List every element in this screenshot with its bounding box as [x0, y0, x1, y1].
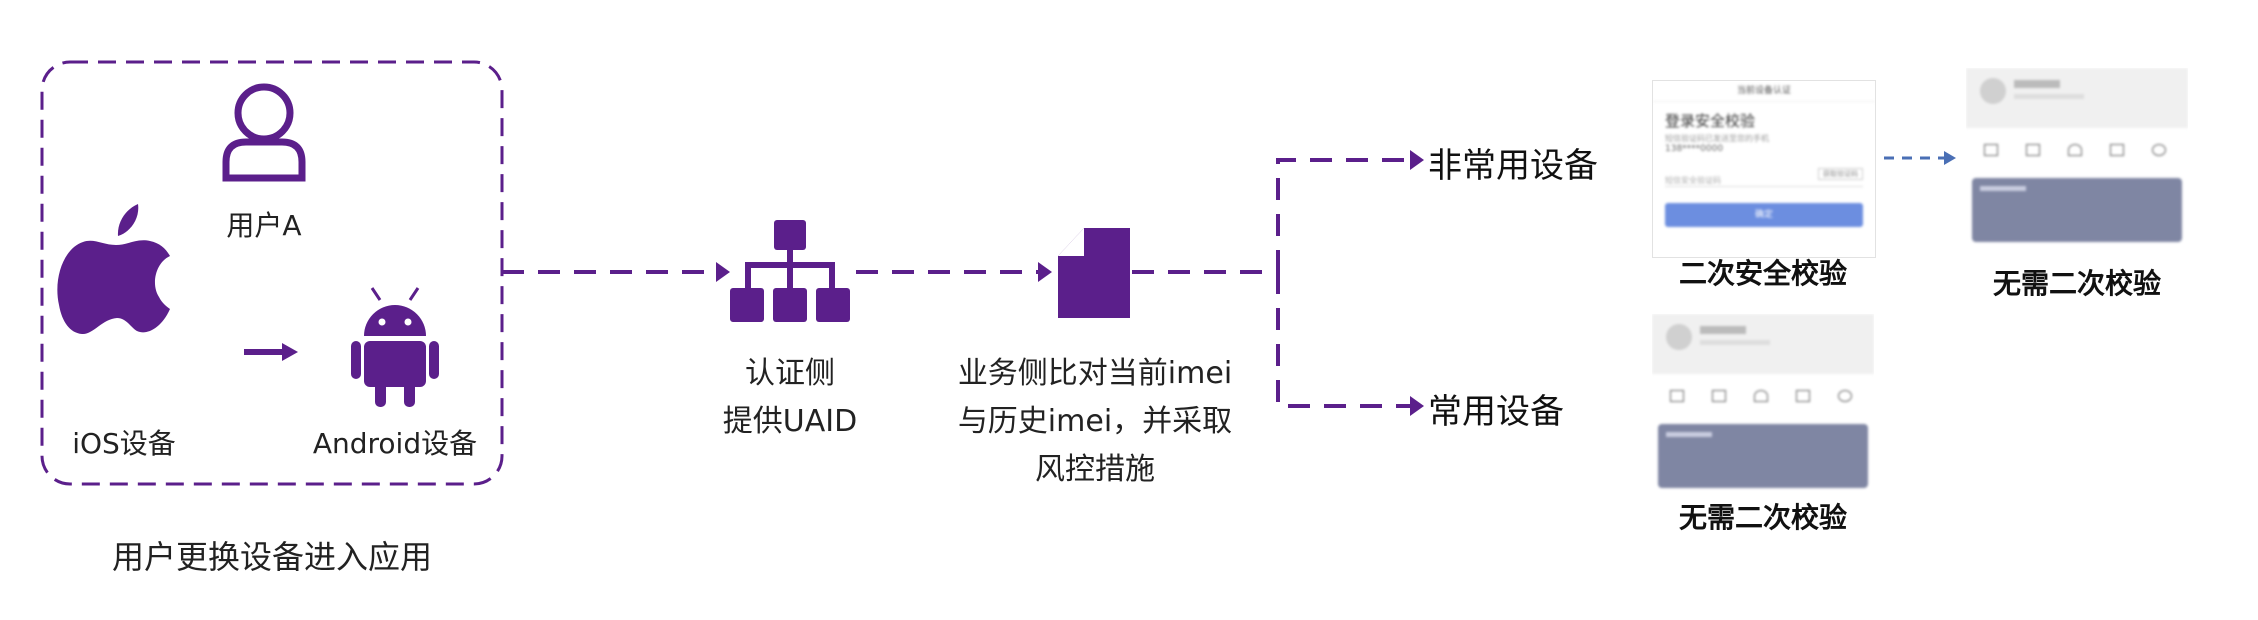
branch-common-line	[1276, 272, 1410, 408]
pass-caption-bottom: 无需二次校验	[1678, 501, 1847, 534]
group-caption: 用户更换设备进入应用	[111, 538, 432, 576]
verify-screen-title: 登录安全校验	[1665, 112, 1756, 130]
user-label: 用户A	[226, 209, 302, 242]
business-node-line1: 业务侧比对当前imei	[957, 356, 1233, 391]
branch-uncommon-label: 非常用设备	[1428, 146, 1598, 186]
branch-uncommon-line	[1276, 158, 1410, 272]
auth-node-line1: 认证侧	[745, 356, 835, 391]
business-node-line2: 与历史imei，并采取	[957, 404, 1233, 439]
branch-common-label: 常用设备	[1428, 392, 1564, 432]
pass-caption-top: 无需二次校验	[1992, 267, 2161, 300]
verify-screen-header: 当前设备认证	[1653, 81, 1875, 102]
network-icon	[730, 220, 850, 322]
arrowhead	[1410, 150, 1424, 170]
arrowhead	[1410, 396, 1424, 416]
arrow-right-icon	[244, 343, 298, 361]
android-device-label: Android设备	[312, 427, 478, 460]
pass-screen-bottom-content	[1652, 314, 1874, 492]
verify-caption: 二次安全校验	[1678, 257, 1847, 290]
apple-icon	[57, 204, 170, 335]
confirm-button: 确定	[1665, 203, 1863, 227]
android-icon	[351, 287, 439, 407]
business-node-label: 业务侧比对当前imei 与历史imei，并采取 风控措施	[930, 350, 1260, 494]
verify-screen-content: 当前设备认证 登录安全校验 短信验证码已发送至您的手机 138****0000 …	[1653, 81, 1875, 227]
arrowhead	[1038, 262, 1052, 282]
pass-screen-top-content	[1966, 68, 2188, 246]
arrowhead	[1944, 151, 1956, 165]
pass-screen-top	[1966, 68, 2188, 246]
business-node-line3: 风控措施	[1035, 452, 1155, 487]
verify-screen-phone: 138****0000	[1665, 144, 1724, 154]
verify-code-field: 短信安全验证码 获取验证码	[1665, 168, 1863, 187]
ios-device-label: iOS设备	[72, 427, 176, 460]
document-icon	[1058, 228, 1130, 318]
send-code-button: 获取验证码	[1818, 168, 1863, 180]
pass-screen-bottom	[1652, 314, 1874, 492]
verify-screen: 当前设备认证 登录安全校验 短信验证码已发送至您的手机 138****0000 …	[1652, 80, 1876, 258]
user-icon	[222, 83, 306, 182]
auth-node-label: 认证侧 提供UAID	[700, 350, 880, 446]
auth-node-line2: 提供UAID	[722, 404, 858, 439]
verify-code-placeholder: 短信安全验证码	[1665, 176, 1721, 185]
verify-screen-subtitle: 短信验证码已发送至您的手机	[1665, 134, 1769, 143]
arrowhead	[716, 262, 730, 282]
